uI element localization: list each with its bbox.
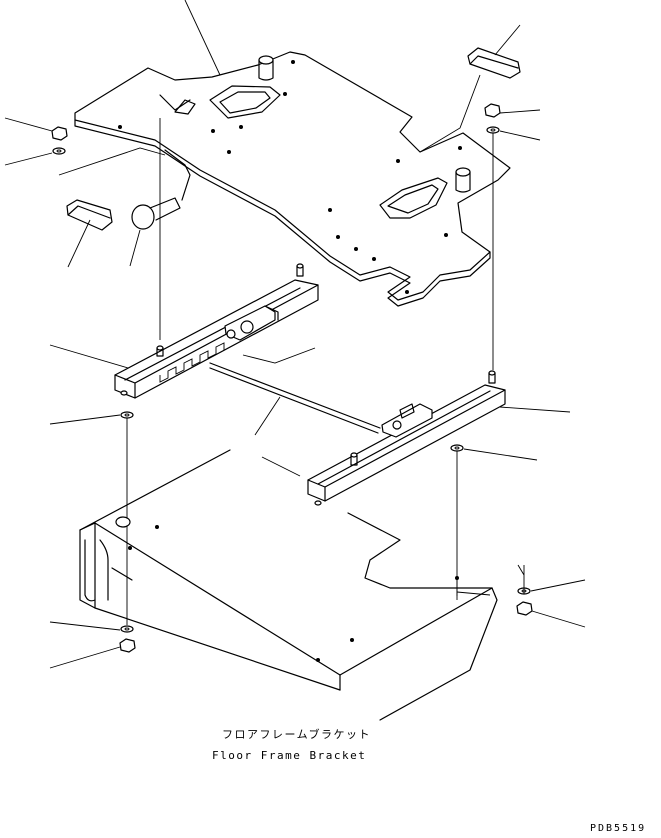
leader-line [254,396,281,436]
nut-bottom-left [49,638,136,669]
seat-rail-right [307,370,571,506]
connecting-rod [164,149,191,201]
leader-line [261,456,301,477]
leader-line [242,347,316,364]
nut-bottom-right [516,601,586,628]
leader-line [58,147,166,176]
washer-bottom-left [49,621,134,633]
floor-frame-bracket [79,449,498,721]
drawing-code: PDB5519 [590,823,646,834]
washer-mid-left [49,411,134,425]
connecting-rod [209,362,381,429]
caption-japanese: フロアフレームブラケット [222,727,371,741]
leader-line [419,74,481,153]
seat-rail-left [49,263,319,399]
washer-mid-right [450,444,538,461]
nut-top-right [484,103,541,118]
nut-top-left [4,117,68,141]
leader-line [184,0,221,76]
cushion-block-left [66,199,113,268]
washer-bottom-right [517,579,586,595]
washer-top-right [486,126,541,141]
cushion-block-top-right [467,24,521,79]
knob-icon [129,197,181,267]
caption-english: Floor Frame Bracket [212,749,366,762]
washer-top-left [4,147,66,166]
seat-mount-plate [74,51,511,307]
